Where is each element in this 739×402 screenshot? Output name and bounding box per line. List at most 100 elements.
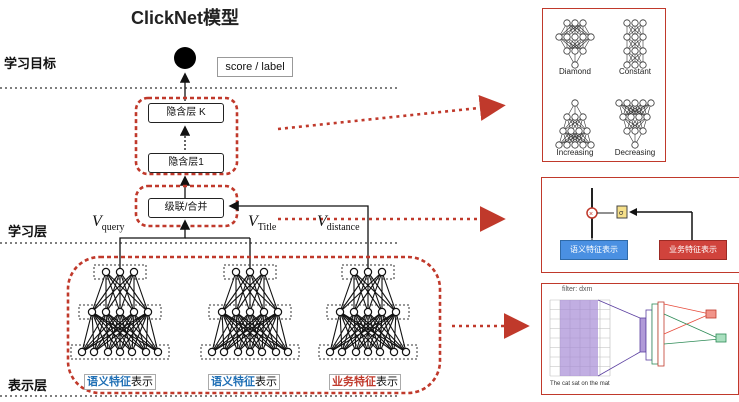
mono-node <box>631 33 639 41</box>
mono-node <box>639 127 647 135</box>
mono-node <box>579 141 587 149</box>
mono-node <box>639 47 647 55</box>
network-node <box>77 347 87 357</box>
network-node <box>143 307 153 317</box>
mono-label-decreasing: Decreasing <box>614 148 656 157</box>
network-node <box>115 347 125 357</box>
network-node <box>101 267 111 277</box>
repr-networks <box>70 264 418 360</box>
input-connectors <box>119 200 369 268</box>
gate-node <box>616 205 628 219</box>
svg-text:σ: σ <box>619 210 624 217</box>
repr-frame <box>66 255 442 395</box>
diagram-title: ClickNet模型 <box>130 8 240 28</box>
mono-node <box>563 33 571 41</box>
mono-node <box>579 33 587 41</box>
vector-distance-label: Vdistance <box>317 213 360 234</box>
mono-node <box>575 127 583 135</box>
mono-node <box>623 61 631 69</box>
score-label-box: score / label <box>217 57 293 77</box>
network-node <box>363 347 373 357</box>
mono-node <box>559 127 567 135</box>
network-node <box>245 347 255 357</box>
mono-node <box>567 127 575 135</box>
mono-node <box>639 61 647 69</box>
network-node <box>375 347 385 357</box>
mono-node <box>631 99 639 107</box>
mono-node <box>631 47 639 55</box>
repr-label-1: 语义特征表示 <box>84 374 156 390</box>
monotonic-panel: Diamond Constant Increasing Decreasing <box>542 8 666 162</box>
network-node <box>245 307 255 317</box>
feature-map-1 <box>639 317 647 353</box>
mono-node <box>627 113 635 121</box>
mono-node <box>615 99 623 107</box>
mono-label-increasing: Increasing <box>556 148 594 157</box>
mono-node <box>619 113 627 121</box>
mono-node <box>623 19 631 27</box>
network-node <box>335 307 345 317</box>
network-node <box>141 347 151 357</box>
network-node <box>259 307 269 317</box>
mono-node <box>631 61 639 69</box>
mono-node <box>571 141 579 149</box>
mono-node <box>571 61 579 69</box>
mono-node <box>623 47 631 55</box>
cnn-panel: filter: dxm The cat sat on the mat <box>541 283 739 395</box>
network-node <box>257 347 267 357</box>
cnn-diagram <box>549 299 727 377</box>
network-node <box>349 307 359 317</box>
network-node <box>219 347 229 357</box>
concat-box: 级联/合并 <box>148 198 224 218</box>
semantic-feature-box: 语义特征表示 <box>560 240 628 260</box>
network-node <box>273 307 283 317</box>
mono-node <box>571 99 579 107</box>
mono-node <box>563 141 571 149</box>
filter-size-label: filter: dxm <box>562 286 593 293</box>
network-node <box>391 307 401 317</box>
network-node <box>115 267 125 277</box>
vector-query-label: Vquery <box>92 213 125 234</box>
network-node <box>283 347 293 357</box>
mono-node <box>579 19 587 27</box>
hidden-frame <box>134 96 239 176</box>
svg-text:×: × <box>589 211 593 218</box>
mono-label-diamond: Diamond <box>558 67 591 76</box>
network-node <box>259 267 269 277</box>
layer-separators <box>0 87 400 397</box>
network-node <box>207 347 217 357</box>
layer-label-goal: 学习目标 <box>4 56 57 71</box>
business-feature-box: 业务特征表示 <box>659 240 727 260</box>
mono-node <box>587 33 595 41</box>
network-node <box>217 307 227 317</box>
mono-node <box>583 127 591 135</box>
mono-node <box>579 47 587 55</box>
network-node <box>129 267 139 277</box>
monotonic-networks <box>555 19 655 149</box>
network-node <box>153 347 163 357</box>
mono-node <box>571 19 579 27</box>
mono-node <box>555 33 563 41</box>
network-node <box>233 347 243 357</box>
network-node <box>115 307 125 317</box>
network-node <box>103 347 113 357</box>
fusion-panel: × σ 语义特征表示 业务特征表示 <box>541 177 739 273</box>
mono-node <box>639 19 647 27</box>
output-unit-red <box>705 309 717 319</box>
mono-node <box>579 113 587 121</box>
network-node <box>351 347 361 357</box>
output-unit-green <box>715 333 727 343</box>
hidden-layer-1-box: 隐含层1 <box>148 153 224 173</box>
repr-label-3: 业务特征表示 <box>329 374 401 390</box>
mono-node <box>587 141 595 149</box>
filter-window <box>560 300 598 376</box>
network-node <box>127 347 137 357</box>
mono-node <box>623 33 631 41</box>
network-node <box>363 307 373 317</box>
mono-node <box>563 19 571 27</box>
network-node <box>389 347 399 357</box>
fusion-diagram: × σ <box>586 188 693 240</box>
mono-node <box>635 113 643 121</box>
network-node <box>377 307 387 317</box>
